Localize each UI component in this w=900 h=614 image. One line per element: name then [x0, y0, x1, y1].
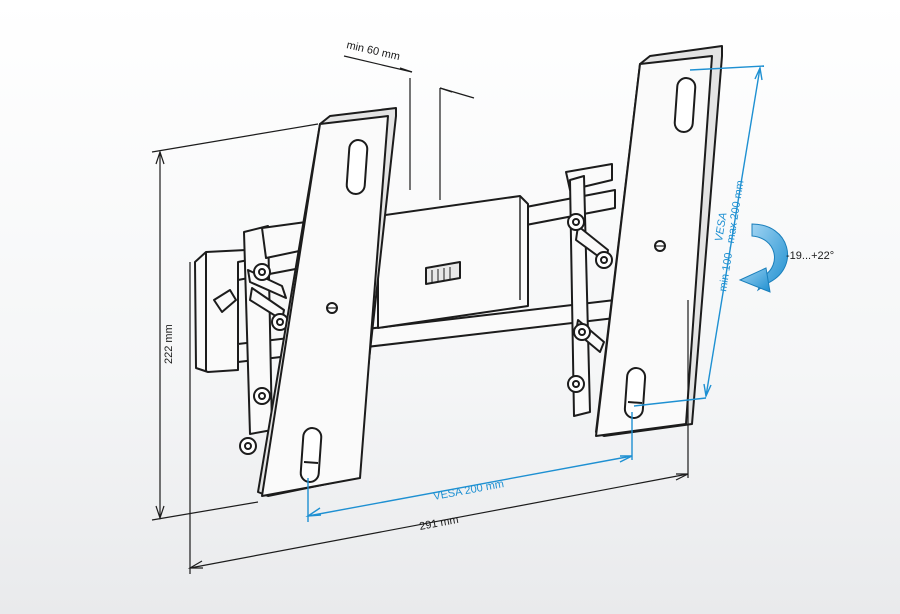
- tilt-label: -19...+22°: [786, 250, 834, 262]
- dimension-lines-vesa: [305, 65, 765, 522]
- curved-arrow-icon: [738, 223, 788, 293]
- vesa-vertical-title: VESA: [713, 212, 729, 243]
- dimension-lines-black: [151, 55, 689, 574]
- height-label: 222 mm: [163, 324, 175, 364]
- left-arm: [257, 107, 397, 497]
- right-arm: [595, 45, 723, 437]
